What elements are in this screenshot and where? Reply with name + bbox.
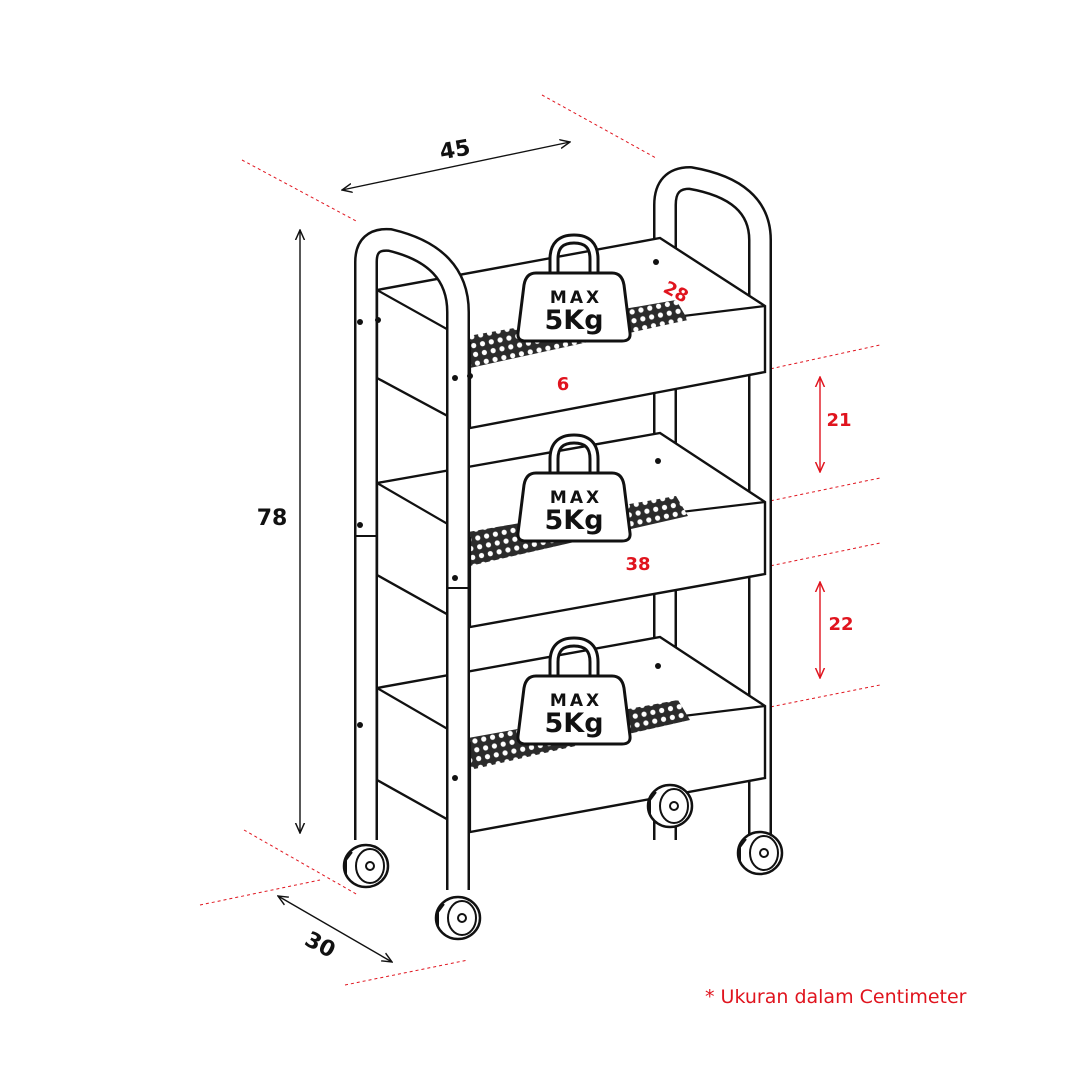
unit-note: * Ukuran dalam Centimeter [705,986,967,1008]
height-label: 78 [257,506,288,531]
width-arrow [342,142,570,190]
front-frame [354,227,473,890]
width-label: 45 [438,136,473,166]
weight-load-label: 5Kg [544,505,603,536]
tier-gap-top-label: 21 [826,410,851,431]
basket-depth-label: 6 [557,374,570,395]
weight-badge-bottom: MAX 5Kg [516,636,632,746]
back-frame [653,166,772,840]
weight-load-label: 5Kg [544,305,603,336]
weight-max-label: MAX [550,288,602,308]
depth-label: 30 [300,927,339,963]
weight-load-label: 5Kg [544,708,603,739]
weight-badge-top: MAX 5Kg [516,233,632,343]
guide-lines [199,94,881,986]
weight-badge-middle: MAX 5Kg [516,433,632,543]
depth-arrow [278,896,392,962]
outer-dimension-arrows [278,142,570,962]
weight-max-label: MAX [550,691,602,711]
inner-width-label: 38 [625,554,650,575]
tier-gap-bottom-label: 22 [828,614,853,635]
weight-max-label: MAX [550,488,602,508]
